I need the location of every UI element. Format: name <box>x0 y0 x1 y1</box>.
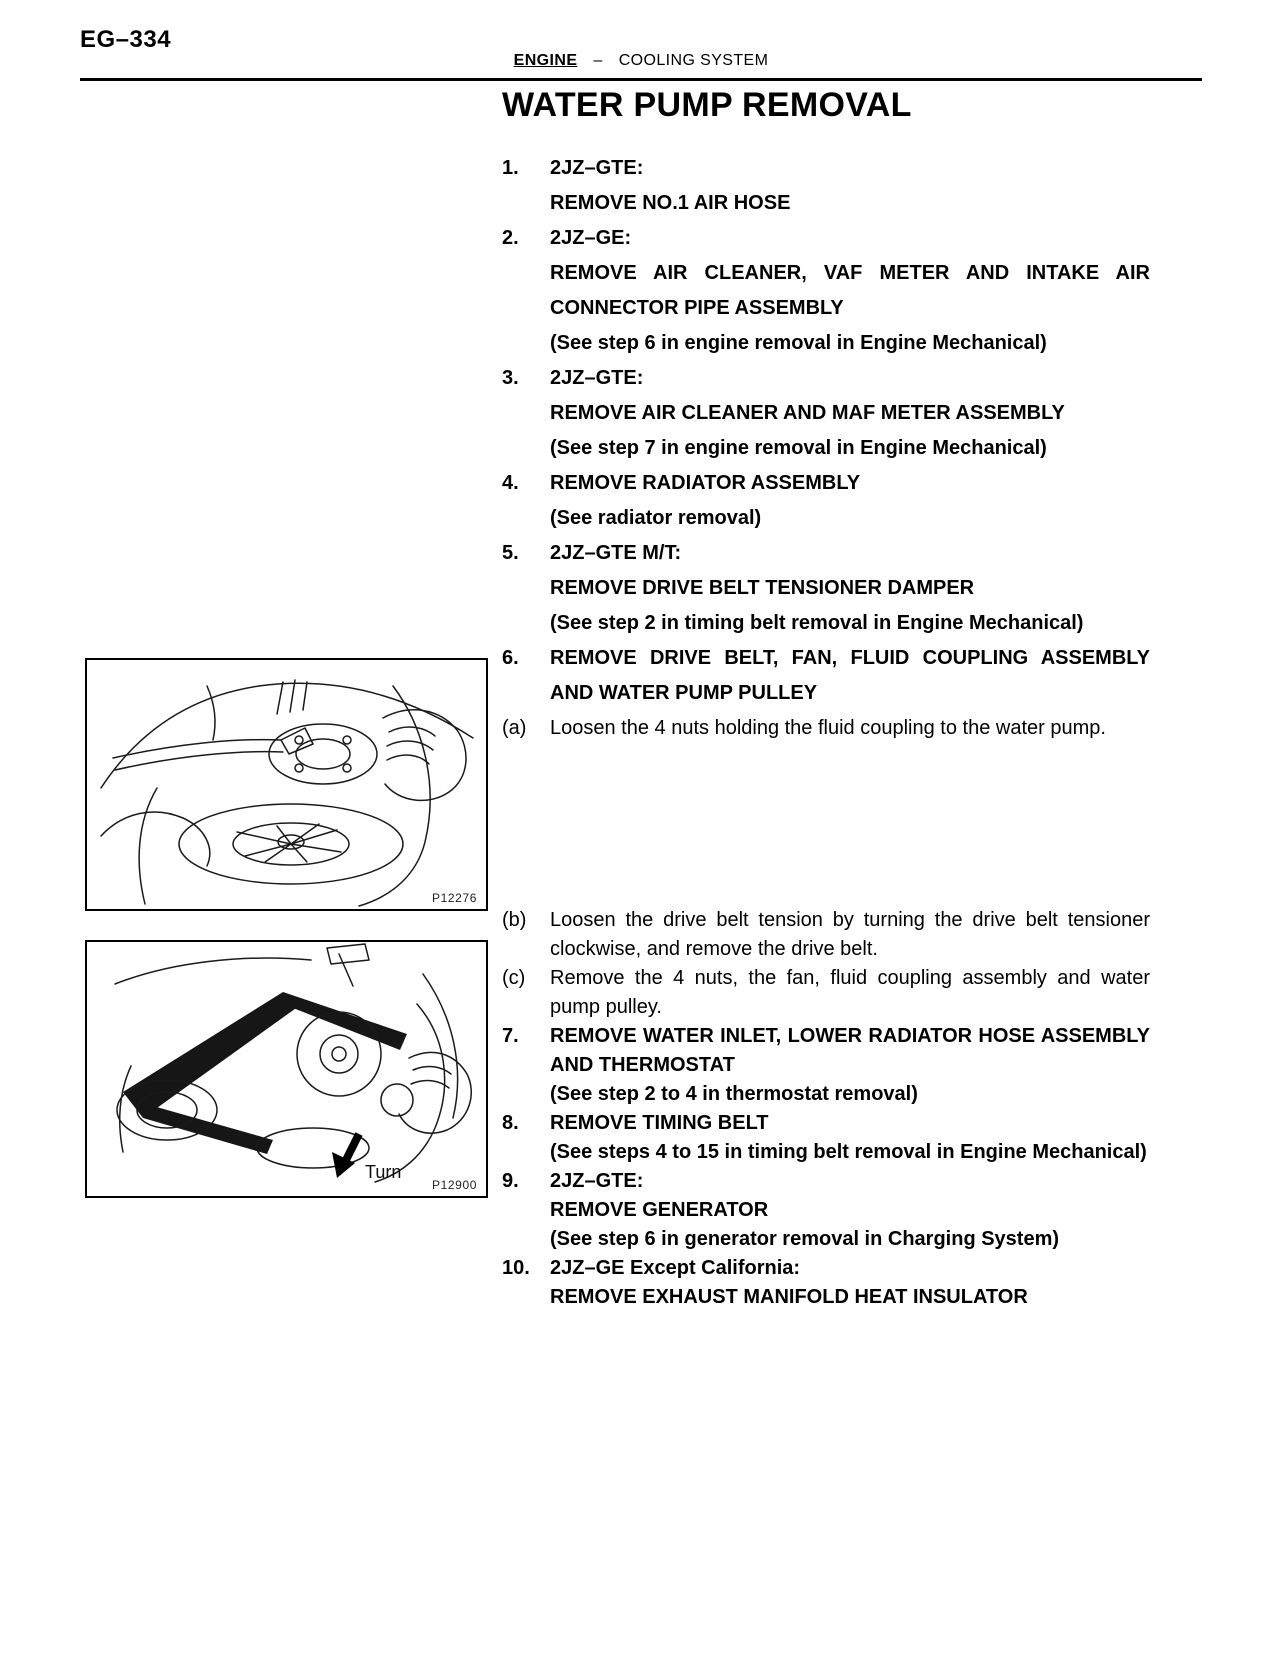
step-line: REMOVE DRIVE BELT, FAN, FLUID COUPLING A… <box>550 647 1150 704</box>
step-7: 7. REMOVE WATER INLET, LOWER RADIATOR HO… <box>502 1022 1150 1109</box>
step-marker: 4. <box>502 472 519 494</box>
figure-drive-belt: Turn P12900 <box>85 940 488 1198</box>
step-reference: (See step 7 in engine removal in Engine … <box>550 437 1047 459</box>
steps-upper-section: 1. 2JZ–GTE: REMOVE NO.1 AIR HOSE 2. 2JZ–… <box>502 151 1150 746</box>
substep-b: (b) Loosen the drive belt tension by tur… <box>502 906 1150 964</box>
step-marker: 8. <box>502 1112 519 1134</box>
step-line: 2JZ–GTE: <box>550 157 644 179</box>
step-marker: 1. <box>502 157 519 179</box>
step-line: 2JZ–GE: <box>550 227 632 249</box>
step-line: REMOVE DRIVE BELT TENSIONER DAMPER <box>550 577 975 599</box>
step-reference: (See step 6 in generator removal in Char… <box>550 1228 1060 1250</box>
step-10: 10. 2JZ–GE Except California: REMOVE EXH… <box>502 1254 1150 1312</box>
figure-code: P12900 <box>432 1178 477 1192</box>
step-3: 3. 2JZ–GTE: REMOVE AIR CLEANER AND MAF M… <box>502 361 1150 466</box>
substep-text: Loosen the drive belt tension by turning… <box>550 909 1150 960</box>
step-8: 8. REMOVE TIMING BELT (See steps 4 to 15… <box>502 1109 1150 1167</box>
step-line: REMOVE EXHAUST MANIFOLD HEAT INSULATOR <box>550 1286 1028 1308</box>
step-line: 2JZ–GE Except California: <box>550 1257 801 1279</box>
substep-marker: (c) <box>502 967 526 989</box>
step-line: REMOVE TIMING BELT <box>550 1112 769 1134</box>
step-6: 6. REMOVE DRIVE BELT, FAN, FLUID COUPLIN… <box>502 641 1150 711</box>
step-line: 2JZ–GTE M/T: <box>550 542 682 564</box>
page-number: EG–334 <box>80 26 172 53</box>
step-marker: 9. <box>502 1170 519 1192</box>
step-marker: 5. <box>502 542 519 564</box>
step-line: 2JZ–GTE: <box>550 367 644 389</box>
page-header: ENGINE–COOLING SYSTEM <box>80 52 1202 81</box>
figure-code: P12276 <box>432 891 477 905</box>
header-subsection: COOLING SYSTEM <box>618 52 769 69</box>
step-line: REMOVE NO.1 AIR HOSE <box>550 192 791 214</box>
substep-c: (c) Remove the 4 nuts, the fan, fluid co… <box>502 964 1150 1022</box>
step-9: 9. 2JZ–GTE: REMOVE GENERATOR (See step 6… <box>502 1167 1150 1254</box>
figure-gap-spacer <box>502 746 1150 906</box>
step-marker: 6. <box>502 647 519 669</box>
substep-text: Remove the 4 nuts, the fan, fluid coupli… <box>550 967 1150 1018</box>
header-separator: – <box>593 52 603 69</box>
step-line: 2JZ–GTE: <box>550 1170 644 1192</box>
turn-arrow-icon <box>332 1132 363 1178</box>
substep-marker: (b) <box>502 909 527 931</box>
step-line: REMOVE AIR CLEANER AND MAF METER ASSEMBL… <box>550 402 1065 424</box>
engine-line-art-icon <box>100 679 474 907</box>
page-title: WATER PUMP REMOVAL <box>502 86 912 124</box>
step-line: REMOVE GENERATOR <box>550 1199 769 1221</box>
step-5: 5. 2JZ–GTE M/T: REMOVE DRIVE BELT TENSIO… <box>502 536 1150 641</box>
step-line: REMOVE AIR CLEANER, VAF METER AND INTAKE… <box>550 262 1150 319</box>
step-marker: 2. <box>502 227 519 249</box>
step-reference: (See step 6 in engine removal in Engine … <box>550 332 1047 354</box>
content-column: WATER PUMP REMOVAL 1. 2JZ–GTE: REMOVE NO… <box>502 86 1150 1312</box>
turn-label: Turn <box>365 1162 402 1182</box>
step-reference: (See radiator removal) <box>550 507 762 529</box>
substep-a: (a) Loosen the 4 nuts holding the fluid … <box>502 711 1150 746</box>
figure-fluid-coupling: P12276 <box>85 658 488 911</box>
header-section: ENGINE <box>513 52 578 69</box>
step-line: REMOVE RADIATOR ASSEMBLY <box>550 472 861 494</box>
step-marker: 3. <box>502 367 519 389</box>
steps-lower-section: (b) Loosen the drive belt tension by tur… <box>502 906 1150 1312</box>
substep-text: Loosen the 4 nuts holding the fluid coup… <box>550 717 1106 739</box>
engine-line-art-icon <box>114 943 472 1183</box>
step-reference: (See step 2 in timing belt removal in En… <box>550 612 1084 634</box>
substep-marker: (a) <box>502 717 527 739</box>
step-4: 4. REMOVE RADIATOR ASSEMBLY (See radiato… <box>502 466 1150 536</box>
step-reference: (See steps 4 to 15 in timing belt remova… <box>550 1141 1147 1163</box>
step-line: REMOVE WATER INLET, LOWER RADIATOR HOSE … <box>550 1025 1150 1076</box>
step-2: 2. 2JZ–GE: REMOVE AIR CLEANER, VAF METER… <box>502 221 1150 361</box>
step-reference: (See step 2 to 4 in thermostat removal) <box>550 1083 918 1105</box>
step-marker: 10. <box>502 1257 530 1279</box>
step-marker: 7. <box>502 1025 519 1047</box>
step-1: 1. 2JZ–GTE: REMOVE NO.1 AIR HOSE <box>502 151 1150 221</box>
